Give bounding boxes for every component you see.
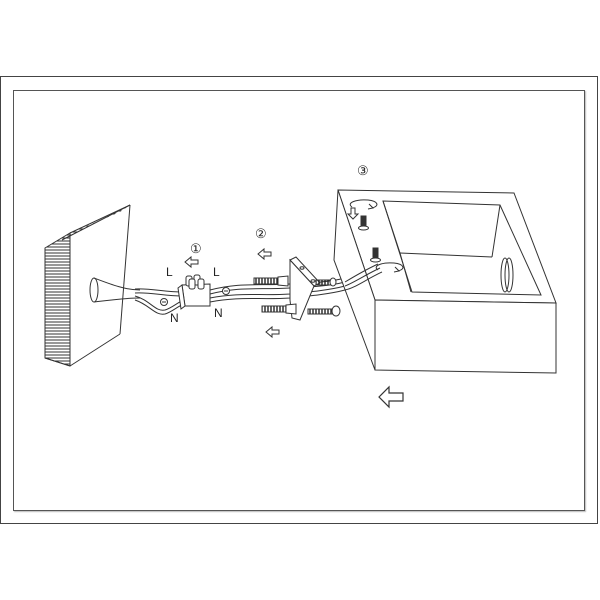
label-neutral-left: N: [170, 311, 179, 325]
rotate-icon: [375, 262, 404, 273]
label-live-left: L: [166, 265, 173, 279]
step-1-label: ①: [190, 241, 202, 256]
terminal-block: [177, 274, 211, 310]
housing-box: [333, 189, 557, 374]
cable-conduit: [89, 277, 141, 303]
arrow-left-icon: [184, 255, 199, 269]
direction-arrow-left-icon: [378, 385, 404, 409]
box-screw: [370, 247, 381, 263]
screw: [307, 305, 341, 317]
label-live-right: L: [213, 265, 220, 279]
outer-frame: [0, 76, 598, 524]
rotate-icon: [349, 199, 378, 210]
arrow-left-icon: [257, 247, 272, 261]
label-neutral-right: N: [214, 306, 223, 320]
screw: [315, 277, 337, 287]
step-2-label: ②: [255, 226, 267, 241]
wall: [44, 204, 131, 367]
step-3-label: ③: [357, 163, 369, 178]
inner-frame: [13, 90, 585, 511]
wall-anchor: [253, 275, 289, 287]
wall-anchor: [261, 303, 297, 315]
box-screw: [358, 215, 369, 231]
arrow-down-icon: [346, 207, 360, 220]
arrow-left-icon: [265, 325, 280, 339]
